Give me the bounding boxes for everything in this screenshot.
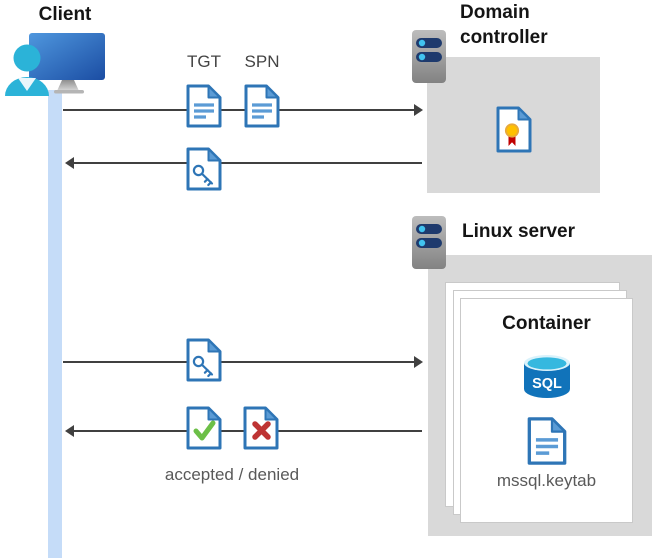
arrow-request-tgt-spn [63, 109, 415, 111]
monitor-user-icon [2, 28, 107, 98]
denied-x-icon [242, 406, 280, 450]
arrow-request-tgt-spn-head [414, 104, 423, 116]
container-card: Container SQL mssql.keytab [460, 298, 633, 523]
arrow-send-ticket [63, 361, 415, 363]
arrow-return-ticket [74, 162, 422, 164]
tgt-label: TGT [187, 52, 221, 71]
arrow-response-head [65, 425, 74, 437]
service-ticket-key-icon [185, 338, 223, 382]
client-label: Client [38, 4, 92, 25]
spn-document-icon [243, 84, 281, 128]
sql-text: SQL [532, 376, 562, 392]
arrow-return-ticket-head [65, 157, 74, 169]
accepted-check-icon [185, 406, 223, 450]
tgt-document-icon [185, 84, 223, 128]
arrow-send-ticket-head [414, 356, 423, 368]
client-lifeline-bar [48, 90, 62, 558]
linux-server-label: Linux server [462, 221, 575, 242]
server-icon [411, 29, 447, 84]
service-ticket-key-icon [185, 147, 223, 191]
accepted-denied-label: accepted / denied [164, 465, 300, 484]
sql-database-icon: SQL [522, 354, 572, 400]
keytab-file-icon [526, 416, 568, 466]
domain-controller-label: Domain controller [460, 2, 548, 48]
container-label: Container [502, 313, 591, 334]
certificate-document-icon [495, 106, 533, 153]
keytab-filename-label: mssql.keytab [496, 471, 597, 490]
server-icon [411, 215, 447, 270]
spn-label: SPN [244, 52, 280, 71]
